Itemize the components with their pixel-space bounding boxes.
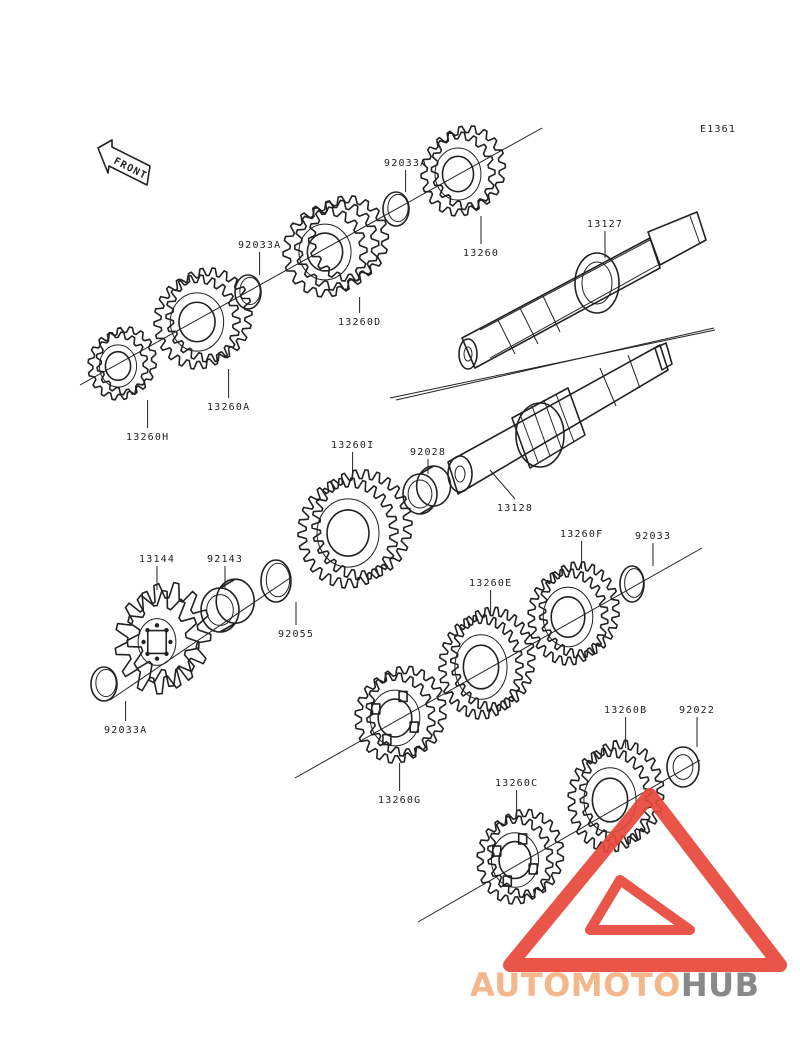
callout-13260i: 13260I [331, 440, 374, 478]
callout-label: 92055 [278, 629, 314, 640]
callout-13144: 13144 [139, 554, 175, 590]
callout-label: 92033A [238, 240, 281, 251]
part-92022 [666, 746, 700, 788]
callout-92028: 92028 [410, 447, 446, 474]
callout-label: 13127 [587, 219, 623, 230]
automotohub-watermark: AUTOMOTOHUB [470, 788, 787, 1004]
callout-label: 13260H [126, 432, 169, 443]
watermark-part-2: HUB [681, 966, 760, 1004]
callout-label: 92033A [384, 158, 427, 169]
ref-code: E1361 [700, 124, 736, 135]
callout-label: 13260 [463, 248, 499, 259]
part-13260h [87, 326, 158, 401]
callout-92033a-1: 92033A [238, 240, 281, 275]
callout-label: 92028 [410, 447, 446, 458]
watermark-part-1: AUTOMOTO [470, 966, 681, 1004]
part-13260g [354, 665, 447, 764]
part-92033a-1 [234, 274, 262, 310]
callout-label: 13144 [139, 554, 175, 565]
callout-13127: 13127 [587, 219, 623, 258]
part-92028 [402, 465, 452, 515]
part-92033a-3 [90, 666, 118, 702]
part-13144 [114, 581, 212, 695]
part-13260 [420, 125, 507, 217]
callout-13128: 13128 [489, 469, 533, 514]
callout-13260g: 13260G [378, 763, 421, 806]
callout-label: 13260B [604, 705, 647, 716]
callout-13260a: 13260A [207, 369, 250, 413]
parts-layer [87, 125, 700, 905]
callout-label: 13260A [207, 402, 250, 413]
callout-92033a-2: 92033A [384, 158, 427, 192]
part-92033a-2 [382, 191, 410, 227]
callout-13260d: 13260D [338, 297, 381, 328]
callout-label: 13260I [331, 440, 374, 451]
svg-text:FRONT: FRONT [112, 156, 149, 182]
watermark-text: AUTOMOTOHUB [470, 966, 760, 1004]
callout-13260e: 13260E [469, 578, 512, 615]
front-arrow-icon: FRONT [97, 139, 151, 186]
callout-92033: 92033 [635, 531, 671, 566]
callout-13260f: 13260F [560, 529, 603, 569]
callout-13260c: 13260C [495, 778, 538, 816]
callout-92055: 92055 [278, 602, 314, 640]
part-92143 [200, 578, 255, 633]
callout-13260b: 13260B [604, 705, 647, 748]
callout-label: 13260C [495, 778, 538, 789]
part-13260i [297, 469, 413, 589]
drive-shaft-13128 [447, 342, 673, 495]
callout-92033a-3: 92033A [104, 701, 147, 736]
part-13260c [476, 808, 565, 905]
callout-92143: 92143 [207, 554, 243, 588]
callout-label: 92143 [207, 554, 243, 565]
callout-label: 13260E [469, 578, 512, 589]
callout-label: 13260F [560, 529, 603, 540]
part-13260e [438, 606, 536, 720]
callout-label: 13128 [497, 503, 533, 514]
callout-label: 13260D [338, 317, 381, 328]
callout-label: 92022 [679, 705, 715, 716]
watermark-triangle-icon [503, 788, 787, 972]
part-92055 [260, 559, 292, 603]
callout-label: 13260G [378, 795, 421, 806]
callouts-layer: 92033A 13260 92033A 13260D 13127 13260A 13260H… [104, 158, 715, 816]
callout-13260: 13260 [463, 216, 499, 259]
callout-92022: 92022 [679, 705, 715, 747]
callout-13260h: 13260H [126, 400, 169, 443]
shaft-gear-13127 [574, 252, 620, 314]
callout-label: 92033 [635, 531, 671, 542]
part-13260d [282, 195, 390, 298]
callout-label: 92033A [104, 725, 147, 736]
output-shaft-13127 [458, 211, 707, 370]
part-13260f [527, 561, 620, 666]
part-13260a [153, 267, 253, 370]
part-92033 [619, 565, 645, 603]
